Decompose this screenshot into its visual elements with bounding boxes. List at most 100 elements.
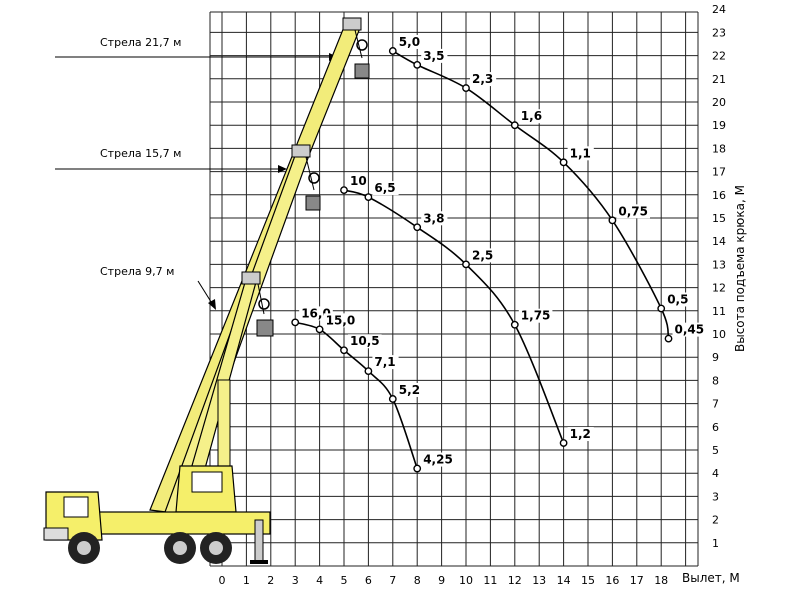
- load-label: 7,1: [374, 355, 395, 369]
- load-label: 16,0: [301, 306, 331, 320]
- load-label: 1,75: [521, 309, 551, 323]
- load-label-bg: [470, 72, 497, 87]
- y-tick-label: 18: [712, 142, 726, 155]
- y-tick-label: 9: [712, 351, 719, 364]
- load-point: [559, 158, 568, 167]
- load-label-bg: [421, 452, 455, 467]
- chart-grid: [209, 11, 699, 567]
- y-tick-label: 24: [712, 3, 726, 16]
- x-tick-label: 8: [414, 574, 421, 587]
- load-label: 15,0: [326, 313, 356, 327]
- boom-label-9-7: Стрела 9,7 м: [100, 265, 174, 278]
- load-label-bg: [518, 308, 553, 323]
- load-label: 10,5: [350, 334, 380, 348]
- outrigger-pad: [250, 560, 268, 564]
- hook-9-7: [241, 271, 274, 337]
- load-label: 3,5: [423, 49, 444, 63]
- x-tick-label: 2: [267, 574, 274, 587]
- boom-label-15-7-arrowhead: [278, 165, 287, 173]
- cabin-window: [191, 471, 223, 493]
- y-tick-label: 6: [712, 421, 719, 434]
- x-tick-label: 13: [532, 574, 546, 587]
- x-tick-label: 3: [292, 574, 299, 587]
- x-tick-label: 11: [483, 574, 497, 587]
- load-point: [291, 318, 300, 327]
- load-label-bg: [421, 211, 448, 226]
- load-label-bg: [567, 427, 594, 442]
- load-label-bg: [665, 292, 692, 307]
- truck-cab-window: [63, 496, 89, 518]
- x-tick-label: 18: [654, 574, 668, 587]
- load-label: 5,0: [399, 35, 420, 49]
- truck-bumper: [43, 527, 69, 541]
- boom-label-21-7: Стрела 21,7 м: [100, 36, 181, 49]
- load-label: 0,75: [618, 204, 648, 218]
- load-label: 5,2: [399, 383, 420, 397]
- load-point: [510, 121, 519, 130]
- y-tick-label: 14: [712, 235, 726, 248]
- x-tick-label: 6: [365, 574, 372, 587]
- y-tick-label: 22: [712, 50, 726, 63]
- y-tick-label: 15: [712, 212, 726, 225]
- load-label-bg: [323, 313, 358, 328]
- load-label-bg: [372, 355, 399, 370]
- y-tick-label: 13: [712, 258, 726, 271]
- load-label: 0,45: [675, 323, 705, 337]
- y-tick-label: 19: [712, 119, 726, 132]
- load-label-bg: [348, 334, 382, 349]
- y-tick-label: 3: [712, 490, 719, 503]
- load-point: [340, 186, 348, 195]
- load-point: [388, 47, 397, 55]
- y-tick-label: 5: [712, 444, 719, 457]
- load-point: [462, 84, 470, 92]
- x-axis-title: Вылет, М: [682, 571, 740, 585]
- load-point: [462, 260, 470, 269]
- load-label-bg: [396, 382, 423, 397]
- crane-truck-illustration: Стрела 21,7 м Стрела 15,7 м Стрела 9,7 м: [43, 17, 370, 564]
- load-label: 2,5: [472, 248, 493, 262]
- y-tick-label: 2: [712, 514, 719, 527]
- x-tick-label: 10: [459, 574, 473, 587]
- y-tick-label: 12: [712, 282, 726, 295]
- load-curve-3: [392, 50, 670, 339]
- load-point: [559, 439, 568, 447]
- load-point: [413, 464, 422, 473]
- x-tick-label: 12: [508, 574, 522, 587]
- load-label: 1,2: [570, 427, 591, 441]
- y-tick-label: 4: [712, 467, 719, 480]
- load-point: [315, 325, 324, 334]
- outrigger: [254, 519, 264, 563]
- x-tick-label: 7: [389, 574, 396, 587]
- load-label: 6,5: [374, 181, 395, 195]
- load-point: [340, 346, 348, 355]
- y-tick-label: 17: [712, 166, 726, 179]
- x-tick-label: 17: [630, 574, 644, 587]
- y-tick-label: 16: [712, 189, 726, 202]
- load-point: [364, 367, 373, 376]
- load-label-bg: [672, 322, 707, 337]
- y-tick-label: 7: [712, 398, 719, 411]
- load-label-bg: [470, 248, 497, 263]
- hook-21-7: [342, 17, 370, 79]
- x-tick-label: 9: [438, 574, 445, 587]
- x-tick-label: 14: [557, 574, 571, 587]
- load-label: 2,3: [472, 72, 493, 86]
- y-tick-label: 1: [712, 537, 719, 550]
- wheel-rear-2: [200, 532, 232, 564]
- load-label-bg: [567, 146, 594, 161]
- x-tick-label: 4: [316, 574, 323, 587]
- truck-chassis: [89, 511, 271, 535]
- load-point: [608, 216, 617, 225]
- load-point: [413, 223, 422, 232]
- load-label-bg: [372, 181, 399, 196]
- x-tick-label: 15: [581, 574, 595, 587]
- hook-15-7: [291, 144, 321, 211]
- load-label: 1,1: [570, 146, 591, 160]
- load-label: 3,8: [423, 211, 444, 225]
- y-tick-label: 23: [712, 26, 726, 39]
- x-tick-label: 5: [341, 574, 348, 587]
